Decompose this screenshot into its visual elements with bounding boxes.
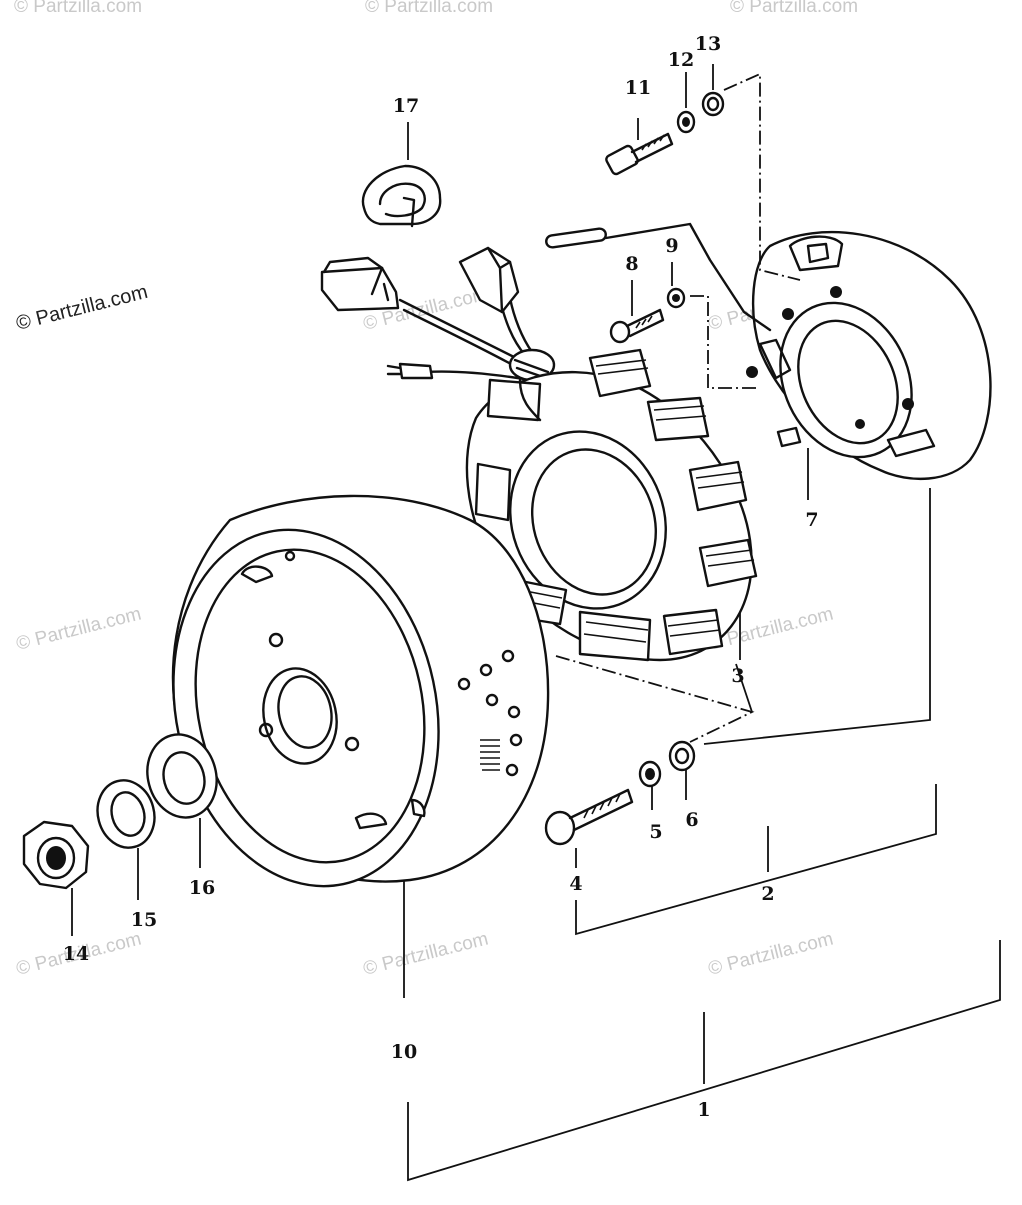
part-13-washer xyxy=(701,91,725,117)
callout-16: 16 xyxy=(189,877,215,899)
part-10-rotor xyxy=(171,494,550,888)
part-5-washer xyxy=(638,760,662,788)
part-14-nut xyxy=(22,820,90,890)
part-11-screw xyxy=(605,132,674,176)
callout-9: 9 xyxy=(665,235,678,257)
part-16-spacer xyxy=(146,733,218,819)
part-2-base-plate xyxy=(545,222,992,480)
part-6-washer xyxy=(668,740,696,772)
callout-4: 4 xyxy=(569,873,582,895)
watermark-text: © Partzilla.com xyxy=(14,604,143,655)
part-12-washer xyxy=(676,110,696,134)
watermark-text: © Partzilla.com xyxy=(730,0,858,17)
leader-lines xyxy=(71,64,1001,1182)
part-15-lock-washer xyxy=(96,779,156,849)
callout-17: 17 xyxy=(393,95,419,117)
callout-1: 1 xyxy=(697,1099,710,1121)
callout-13: 13 xyxy=(695,33,721,55)
watermark-text: © Partzilla.com xyxy=(361,929,490,980)
watermark-text: © Partzilla.com xyxy=(14,0,142,17)
part-17-grommet xyxy=(361,164,442,228)
part-9-washer xyxy=(666,287,686,309)
watermark-text: © Partzilla.com xyxy=(706,929,835,980)
callout-7: 7 xyxy=(805,509,818,531)
watermark-text: © Partzilla.com xyxy=(365,0,493,17)
callout-labels: 1 2 3 4 5 6 7 8 9 10 11 12 13 14 15 16 1… xyxy=(63,33,819,1121)
part-4-screw xyxy=(544,788,634,846)
watermark-text: © Partzilla.com xyxy=(14,281,150,335)
callout-11: 11 xyxy=(625,77,651,99)
callout-6: 6 xyxy=(685,809,698,831)
callout-3: 3 xyxy=(731,665,744,687)
callout-12: 12 xyxy=(668,49,694,71)
callout-10: 10 xyxy=(391,1041,417,1063)
callout-5: 5 xyxy=(649,821,662,843)
callout-8: 8 xyxy=(625,253,638,275)
part-8-screw xyxy=(609,308,665,344)
callout-14: 14 xyxy=(63,943,89,965)
callout-2: 2 xyxy=(761,883,774,905)
wire-harness xyxy=(320,246,556,382)
callout-15: 15 xyxy=(131,909,157,931)
